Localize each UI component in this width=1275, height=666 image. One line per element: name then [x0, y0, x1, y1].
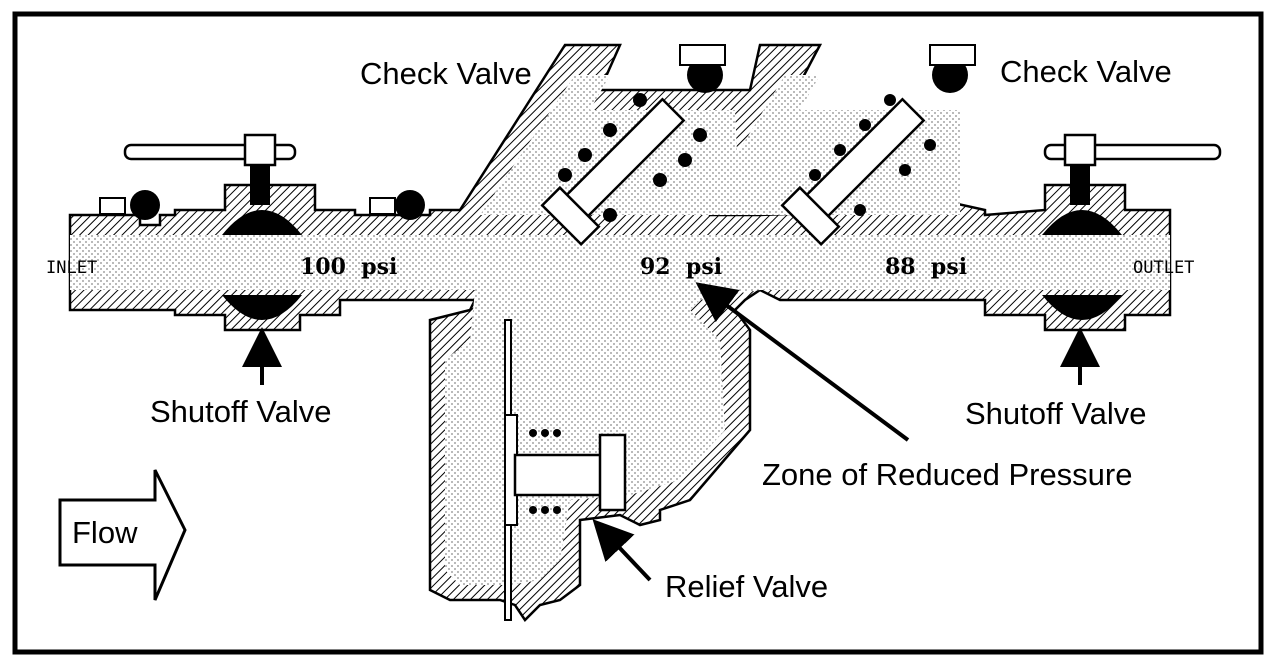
inlet-label: INLET: [46, 258, 97, 278]
flow-arrow-icon: [58, 469, 187, 601]
check-valve-left-label: Check Valve: [360, 56, 532, 91]
shutoff-valve-right-label: Shutoff Valve: [965, 396, 1147, 431]
shutoff-valve-left-body: [123, 133, 302, 320]
check-valve-right-internals: [780, 94, 936, 247]
check-valve-left-internals: [540, 93, 707, 247]
zone-label: Zone of Reduced Pressure: [762, 457, 1133, 492]
relief-valve-label: Relief Valve: [665, 569, 828, 604]
inlet-pressure: 100 psi: [300, 254, 397, 280]
middle-pressure: 92 psi: [640, 254, 722, 280]
test-cocks: [99, 44, 976, 220]
relief-arrow: [592, 519, 652, 582]
relief-valve-internals: [504, 319, 627, 621]
frame-border: [12, 11, 1264, 655]
zone-arrow: [695, 282, 910, 442]
shutoff-valve-left-label: Shutoff Valve: [150, 394, 332, 429]
shutoff-valve-right-body: [1042, 133, 1222, 320]
outlet-pressure: 88 psi: [885, 254, 967, 280]
outlet-label: OUTLET: [1133, 258, 1194, 278]
check-valve-right-label: Check Valve: [1000, 54, 1172, 89]
main-pipe: [68, 43, 1172, 622]
flow-label: Flow: [72, 515, 138, 550]
